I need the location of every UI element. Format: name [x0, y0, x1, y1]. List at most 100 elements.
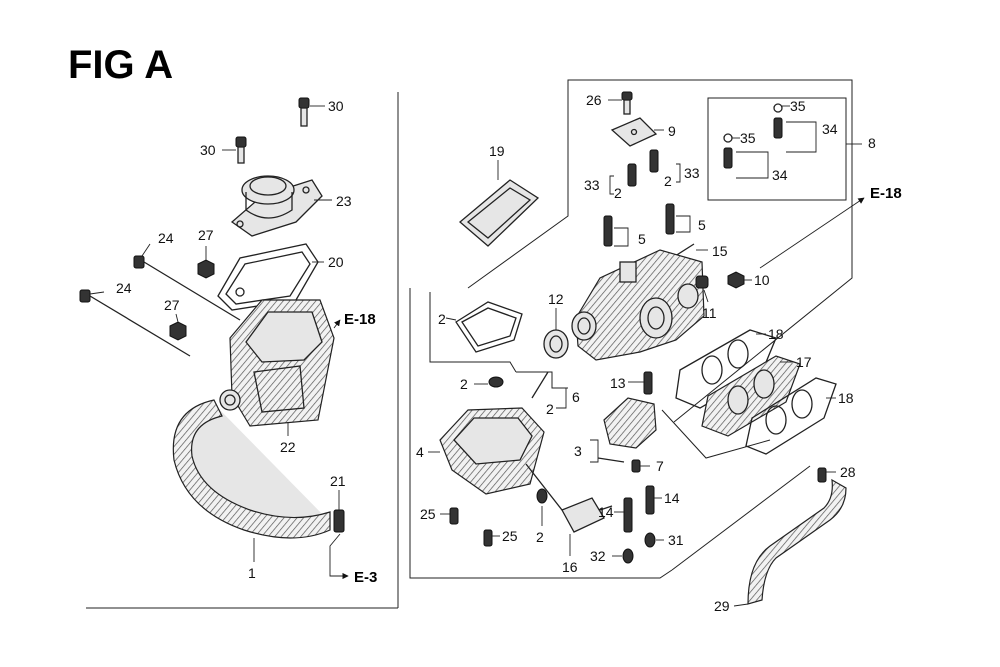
- callout-29: 29: [714, 598, 730, 614]
- callout-16: 16: [562, 559, 578, 575]
- callout-20: 20: [328, 254, 344, 270]
- callout-2-gasket: 2: [438, 311, 446, 327]
- callout-2-drain: 2: [536, 529, 544, 545]
- callout-27-lower: 27: [164, 297, 180, 313]
- part-11-fitting: [695, 275, 709, 289]
- figure-title: FIG A: [68, 43, 173, 87]
- callout-15: 15: [712, 243, 728, 259]
- callout-4: 4: [416, 444, 424, 460]
- part-25-screw-left: [449, 507, 459, 525]
- part-35-jet-lower: [723, 133, 733, 169]
- callout-14-right: 14: [664, 490, 680, 506]
- part-10-screw: [727, 271, 745, 289]
- part-2-bowl-gasket: [455, 301, 523, 353]
- part-24-long-bolt-upper: [133, 255, 241, 321]
- callout-35-upper: 35: [790, 98, 806, 114]
- part-27-nut-lower: [169, 321, 187, 341]
- part-26-screw: [621, 91, 633, 115]
- part-14-jet-right: [645, 485, 655, 515]
- callout-7: 7: [656, 458, 664, 474]
- part-33-screw-right: [649, 149, 659, 173]
- callout-22: 22: [280, 439, 296, 455]
- part-19-gasket: [458, 179, 540, 247]
- callout-24-upper: 24: [158, 230, 174, 246]
- part-24-long-bolt-lower: [79, 289, 191, 357]
- callout-26: 26: [586, 92, 602, 108]
- part-3-float: [597, 397, 657, 463]
- part-1-breather-hose: [172, 399, 331, 539]
- part-35-jet-upper: [773, 103, 783, 139]
- bolt-30-right: [298, 97, 310, 127]
- callout-5-right: 5: [698, 217, 706, 233]
- callout-25-right: 25: [502, 528, 518, 544]
- callout-31: 31: [668, 532, 684, 548]
- part-32-washer: [622, 548, 634, 564]
- callout-11: 11: [702, 305, 717, 321]
- callout-10: 10: [754, 272, 770, 288]
- callout-23: 23: [336, 193, 352, 209]
- part-33-screw-left: [627, 163, 637, 187]
- callout-35-lower: 35: [740, 130, 756, 146]
- part-21-hose-clip: [333, 509, 345, 533]
- reference-e18-left: E-18: [344, 311, 376, 328]
- callout-21: 21: [330, 473, 346, 489]
- reference-e18-right: E-18: [870, 185, 902, 202]
- callout-17: 17: [796, 354, 812, 370]
- part-2-o-ring-drain: [536, 488, 548, 504]
- callout-1: 1: [248, 565, 256, 581]
- callout-18-lower: 18: [838, 390, 854, 406]
- callout-2-oring: 2: [460, 376, 468, 392]
- callout-30-left: 30: [200, 142, 216, 158]
- part-31-washer: [644, 532, 656, 548]
- part-18-gasket-lower: [745, 377, 837, 455]
- callout-5-left: 5: [638, 231, 646, 247]
- callout-28: 28: [840, 464, 856, 480]
- callout-34-lower: 34: [772, 167, 788, 183]
- part-28-clamp: [817, 467, 827, 483]
- left-panel-frame: [86, 92, 399, 609]
- part-6-float-needle: [531, 371, 549, 399]
- reference-e3: E-3: [354, 569, 377, 586]
- callout-14-left: 14: [598, 504, 614, 520]
- callout-2-left: 2: [614, 185, 622, 201]
- part-25-screw-right: [483, 529, 493, 547]
- callout-30-top: 30: [328, 98, 344, 114]
- part-29-fuel-tube: [747, 478, 847, 605]
- callout-8: 8: [868, 135, 876, 151]
- part-5-jet-left: [603, 215, 613, 247]
- callout-9: 9: [668, 123, 676, 139]
- callout-18-upper: 18: [768, 326, 784, 342]
- part-8-jet-kit-box: [707, 97, 847, 201]
- callout-33-left: 33: [584, 177, 600, 193]
- part-9-plate: [610, 117, 658, 147]
- part-27-nut-upper: [197, 259, 215, 279]
- callout-33-right: 33: [684, 165, 700, 181]
- part-5-jet-right: [665, 203, 675, 235]
- callout-24-lower: 24: [116, 280, 132, 296]
- part-2-o-ring-bowl: [488, 376, 504, 388]
- callout-19: 19: [489, 143, 505, 159]
- callout-27-upper: 27: [198, 227, 214, 243]
- part-4-float-bowl: [439, 407, 545, 495]
- callout-25-left: 25: [420, 506, 436, 522]
- part-22-intake-manifold: [219, 299, 335, 427]
- callout-13: 13: [610, 375, 626, 391]
- callout-34-upper: 34: [822, 121, 838, 137]
- part-7-screw: [631, 459, 641, 473]
- right-assembly-frame: [409, 79, 853, 579]
- part-23-intake-elbow: [230, 175, 323, 237]
- carburetor-body: [571, 249, 705, 361]
- part-14-jet-left: [623, 497, 633, 533]
- bolt-30-left: [235, 136, 247, 164]
- part-12-cap: [543, 329, 569, 359]
- callout-6: 6: [572, 389, 580, 405]
- callout-2-needle: 2: [546, 401, 554, 417]
- callout-3: 3: [574, 443, 582, 459]
- part-16-fuel-cut-solenoid: [525, 463, 613, 533]
- part-17-insulator: [701, 355, 801, 437]
- part-13-screw: [643, 371, 653, 395]
- callout-32: 32: [590, 548, 606, 564]
- callout-12: 12: [548, 291, 564, 307]
